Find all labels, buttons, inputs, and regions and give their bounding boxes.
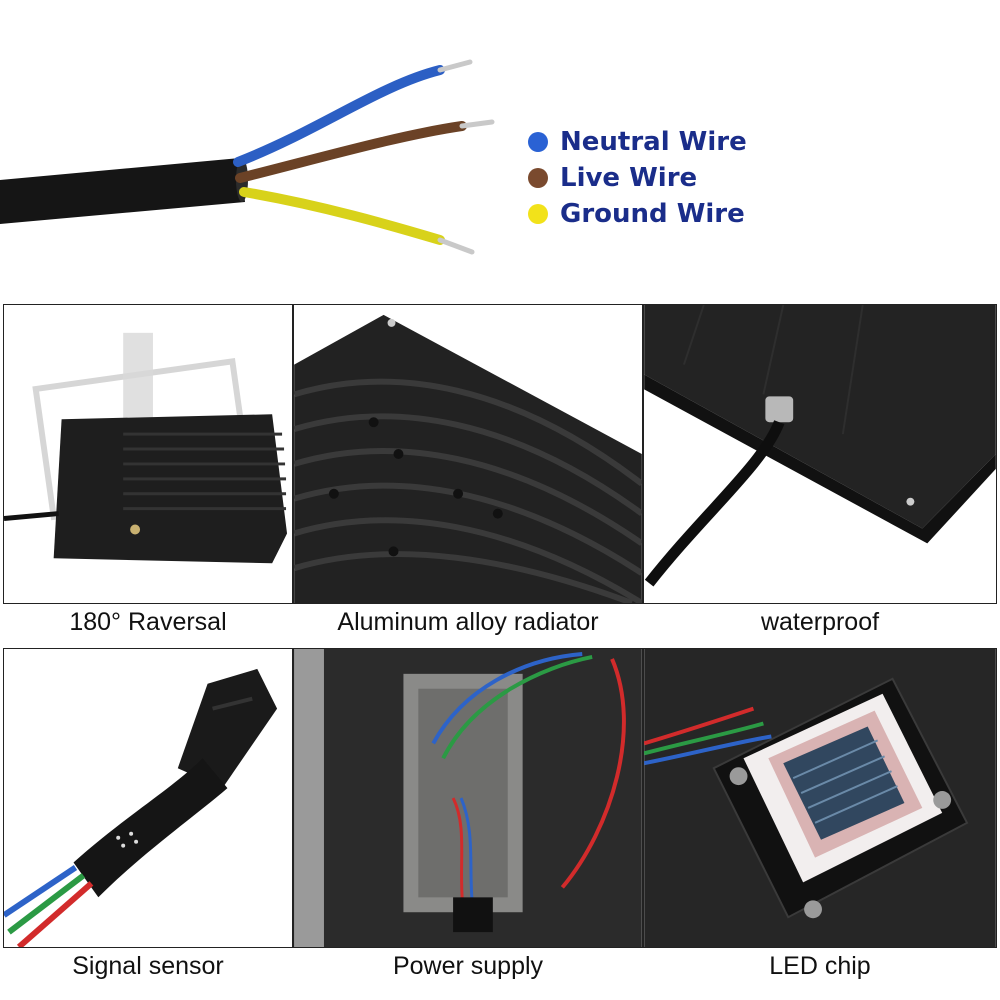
waterproof-gland-photo [644, 305, 996, 603]
led-chip-photo [644, 649, 996, 947]
panel-sensor-image [3, 648, 293, 948]
panel-radiator-image [293, 304, 643, 604]
wire-section: Neutral Wire Live Wire Ground Wire [0, 0, 1000, 300]
legend-label: Ground Wire [560, 199, 745, 229]
panel-caption: 180° Raversal [69, 608, 227, 636]
three-core-cable-image [0, 59, 495, 255]
panel-power-supply-image [293, 648, 643, 948]
power-supply-photo [294, 649, 642, 947]
legend-item-ground: Ground Wire [528, 196, 747, 232]
panel-caption: LED chip [769, 952, 871, 980]
signal-sensor-photo [4, 649, 292, 947]
legend-item-live: Live Wire [528, 160, 747, 196]
floodlight-rotation-photo [4, 305, 292, 603]
panel-led-chip-image [643, 648, 997, 948]
legend-label: Live Wire [560, 163, 698, 193]
aluminum-radiator-photo [294, 305, 642, 603]
brown-dot-icon [528, 168, 548, 188]
panel-rotation-image [3, 304, 293, 604]
legend-item-neutral: Neutral Wire [528, 124, 747, 160]
legend-label: Neutral Wire [560, 127, 747, 157]
panel-caption: Power supply [392, 952, 544, 980]
panel-caption: Aluminum alloy radiator [337, 608, 599, 636]
panel-caption: Signal sensor [72, 952, 224, 980]
panel-waterproof-image [643, 304, 997, 604]
blue-dot-icon [528, 132, 548, 152]
panel-caption: waterproof [760, 608, 880, 636]
yellow-dot-icon [528, 204, 548, 224]
wire-legend: Neutral Wire Live Wire Ground Wire [528, 124, 747, 232]
